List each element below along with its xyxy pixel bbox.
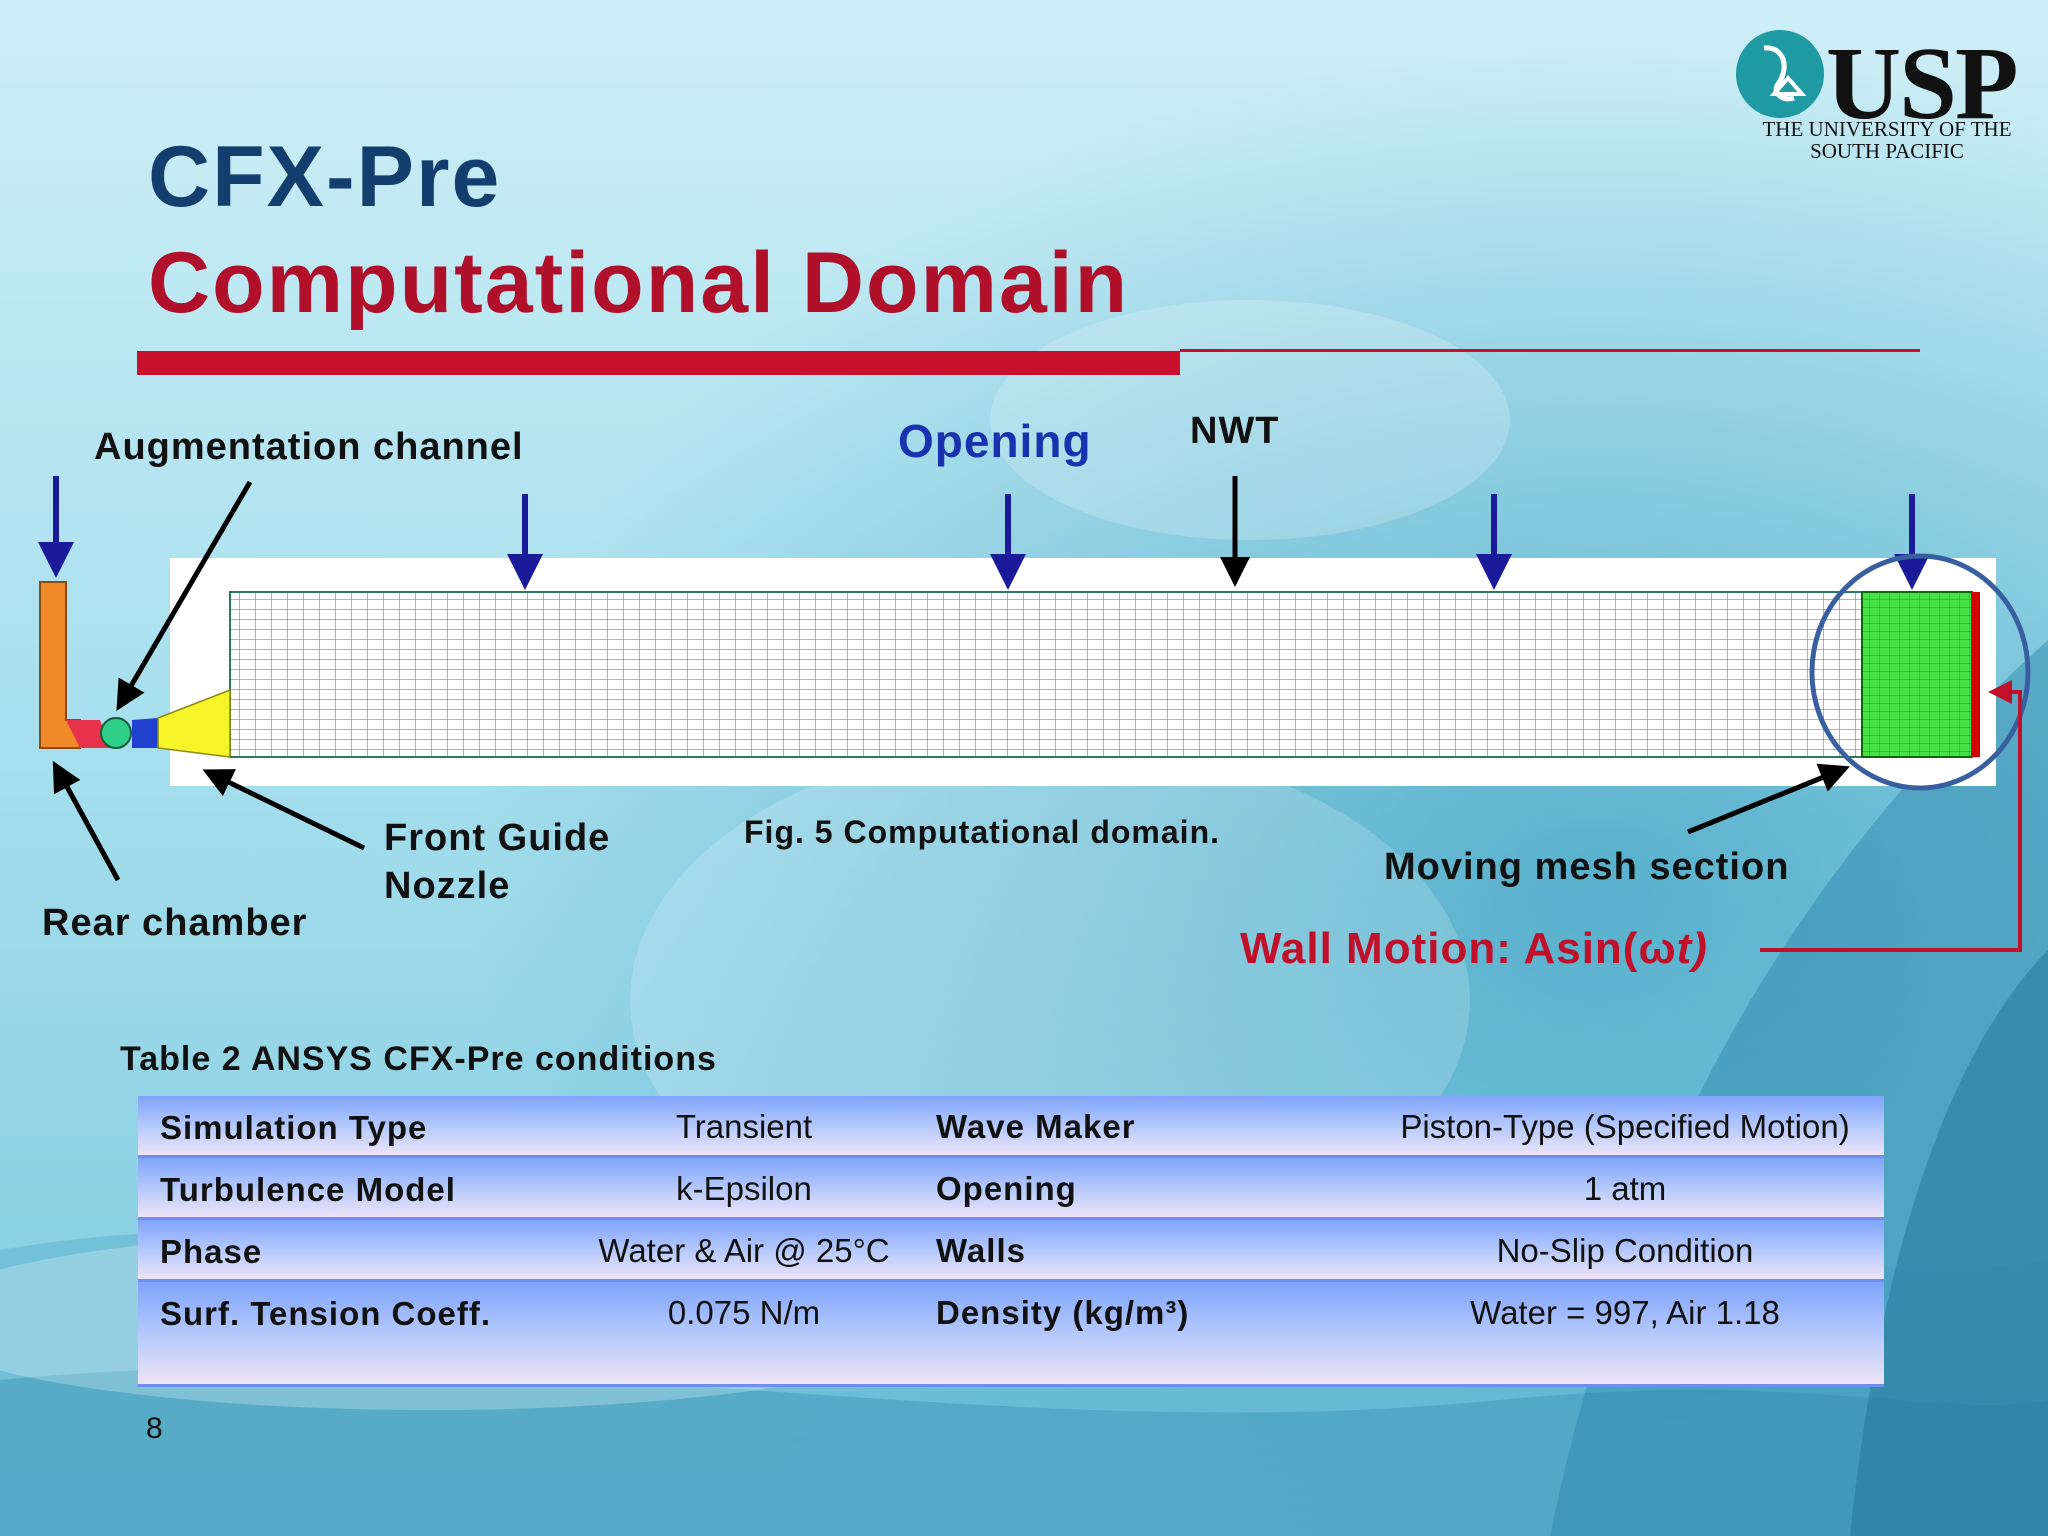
table-cell-label: Density (kg/m³) <box>936 1294 1190 1331</box>
table-cell-label: Wave Maker <box>936 1108 1136 1145</box>
computational-domain-diagram <box>38 476 2031 952</box>
label-nozzle: Nozzle <box>384 865 511 907</box>
table-row: Simulation Type Transient Wave Maker Pis… <box>138 1096 1884 1158</box>
label-moving-mesh-section: Moving mesh section <box>1384 846 1790 888</box>
moving-mesh-highlight <box>1809 553 2031 791</box>
table-cell-value: 0.075 N/m <box>667 1294 821 1331</box>
table-cell-value: Water = 997, Air 1.18 <box>1470 1294 1780 1331</box>
table-cell-value: Piston-Type (Specified Motion) <box>1400 1108 1850 1145</box>
turbine <box>100 717 132 749</box>
table-cell-label: Surf. Tension Coeff. <box>160 1295 492 1332</box>
nwt-mesh <box>229 591 1863 758</box>
table-cell-value: Transient <box>675 1108 813 1145</box>
table-row: Turbulence Model k-Epsilon Opening 1 atm <box>138 1158 1884 1220</box>
table-cell-value: k-Epsilon <box>676 1170 812 1207</box>
page-number: 8 <box>146 1412 163 1445</box>
figure-caption: Fig. 5 Computational domain. <box>744 814 1220 850</box>
title-underline-thick <box>137 351 1180 375</box>
wall-piston <box>1972 592 1980 757</box>
usp-logo-text: USP <box>1826 26 2018 141</box>
table-row: Phase Water & Air @ 25°C Walls No-Slip C… <box>138 1220 1884 1282</box>
title-underline-thin <box>1180 349 1920 352</box>
table-cell-label: Phase <box>160 1233 263 1270</box>
table-caption: Table 2 ANSYS CFX-Pre conditions <box>120 1040 717 1078</box>
label-rear-chamber: Rear chamber <box>42 902 308 944</box>
conditions-table: Simulation Type Transient Wave Maker Pis… <box>138 1096 1884 1387</box>
table-row: Surf. Tension Coeff. 0.075 N/m Density (… <box>138 1282 1884 1387</box>
label-nwt: NWT <box>1190 410 1280 452</box>
label-wall-motion: Wall Motion: Asin(ωt) <box>1240 924 1708 973</box>
label-front-guide: Front Guide <box>384 817 611 859</box>
label-front-guide-nozzle: Front Guide Nozzle <box>384 814 610 910</box>
table-cell-value: 1 atm <box>1583 1170 1667 1207</box>
university-name: THE UNIVERSITY OF THE SOUTH PACIFIC <box>1762 117 2012 163</box>
label-augmentation-channel: Augmentation channel <box>94 426 524 468</box>
table-cell-value: Water & Air @ 25°C <box>598 1232 890 1269</box>
moving-mesh-section <box>1861 591 1973 758</box>
slide-subtitle: Computational Domain <box>148 235 1130 331</box>
table-cell-label: Opening <box>936 1170 1077 1207</box>
table-cell-label: Turbulence Model <box>160 1171 456 1208</box>
usp-logo-emblem-icon <box>1736 30 1824 118</box>
front-guide-nozzle <box>157 688 231 758</box>
table-cell-label: Simulation Type <box>160 1109 428 1146</box>
table-cell-value: No-Slip Condition <box>1496 1232 1754 1269</box>
slide-title: CFX-Pre <box>148 129 502 225</box>
table-cell-label: Walls <box>936 1232 1026 1269</box>
label-opening: Opening <box>898 415 1092 467</box>
